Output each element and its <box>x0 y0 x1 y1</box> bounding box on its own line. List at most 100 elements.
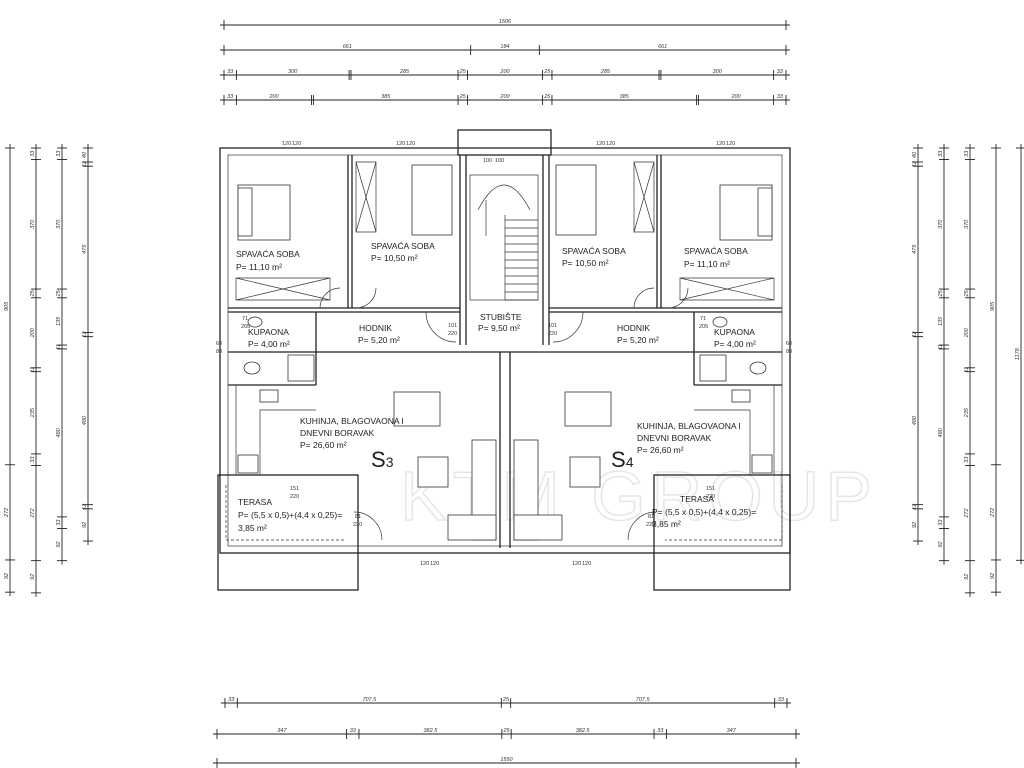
dimension-label: 33 <box>938 519 944 526</box>
dimension-label: 707.5 <box>636 697 651 703</box>
dimension-label: 33 <box>938 150 944 157</box>
room-name: DNEVNI BORAVAK <box>637 433 712 443</box>
bed-icon <box>411 164 453 236</box>
room-area: P= 4,00 m² <box>714 339 756 349</box>
dimension-label: 235 <box>964 407 970 418</box>
dining-table-icon <box>564 391 612 427</box>
dimension-label: 11 <box>56 344 62 350</box>
svg-text:120: 120 <box>282 141 291 147</box>
dimension-label: 92 <box>4 573 10 579</box>
terrace-left <box>217 474 359 591</box>
svg-text:120: 120 <box>420 561 429 567</box>
dimension-label: 272 <box>990 508 996 518</box>
svg-text:220: 220 <box>548 331 557 337</box>
dimension-label: 33 <box>30 150 36 157</box>
dimension-label: 92 <box>912 522 918 528</box>
dimension-label: 11 <box>30 367 36 373</box>
dimension-label: 33 <box>964 456 970 463</box>
dimension-label: 12 <box>912 331 918 337</box>
dimension-label: 300 <box>713 69 723 75</box>
dimension-label: 25 <box>30 289 36 297</box>
dimension-label: 11 <box>938 344 944 350</box>
room-area: P= 10,50 m² <box>562 258 609 268</box>
dimension-label: 200 <box>730 94 741 100</box>
dimension-label: 1178 <box>1015 347 1021 360</box>
svg-text:220: 220 <box>646 522 655 528</box>
dimension-label: 200 <box>499 69 510 75</box>
dimension-label: 385 <box>620 94 630 100</box>
dimension-label: 92 <box>56 541 62 547</box>
dimension-label: 1506 <box>499 19 512 25</box>
bed-icon <box>555 164 597 236</box>
dimension-label: 25 <box>459 94 467 100</box>
shower-icon <box>287 354 315 382</box>
svg-text:80: 80 <box>216 349 222 355</box>
svg-text:81: 81 <box>355 514 361 520</box>
dimension-label: 300 <box>288 69 298 75</box>
dimension-label: 235 <box>30 407 36 418</box>
dimension-label: 12 <box>82 504 88 510</box>
dimension-label: 285 <box>399 69 410 75</box>
svg-text:220: 220 <box>290 494 299 500</box>
dining-table-icon <box>393 391 441 427</box>
dimension-label: 33 <box>657 728 664 734</box>
dimension-label: 12 <box>912 504 918 510</box>
staircase <box>469 174 539 301</box>
outer-wall <box>219 147 791 554</box>
dimension-label: 12 <box>912 161 918 167</box>
dimension-label: 12 <box>82 161 88 167</box>
dimension-label: 25 <box>502 728 510 734</box>
svg-text:151: 151 <box>706 486 715 492</box>
room-name: STUBIŠTE <box>480 312 522 322</box>
room-name: SPAVAĆA SOBA <box>371 241 435 251</box>
unit-label-s4: S4 <box>611 447 634 472</box>
dimension-label: 25 <box>938 289 944 297</box>
dimension-label: 661 <box>658 44 667 50</box>
opening-labels: 101 220 101 220 71 205 71 205 81 220 81 … <box>216 141 792 567</box>
svg-text:151: 151 <box>290 486 299 492</box>
svg-text:101: 101 <box>448 323 457 329</box>
dimension-label: 272 <box>964 508 970 518</box>
dimension-label: 480 <box>56 427 62 437</box>
dimension-label: 33 <box>30 456 36 463</box>
room-name: HODNIK <box>359 323 392 333</box>
dimension-label: 382.5 <box>424 728 439 734</box>
room-formula: P= (5,5 x 0,5)+(4,4 x 0,25)= <box>652 507 756 517</box>
kitchen-sink-icon <box>731 389 751 403</box>
dimension-label: 200 <box>30 327 36 338</box>
dimension-label: 33 <box>227 94 234 100</box>
svg-text:120: 120 <box>596 141 605 147</box>
dimension-label: 92 <box>30 574 36 580</box>
room-area: P= 11,10 m² <box>236 262 282 272</box>
dimension-label: 33 <box>777 69 784 75</box>
dimension-label: 370 <box>56 219 62 229</box>
svg-text:80: 80 <box>786 349 792 355</box>
unit-label-s3: S3 <box>371 447 394 472</box>
dimension-label: 25 <box>459 69 467 75</box>
svg-text:60: 60 <box>786 341 792 347</box>
dimension-label: 200 <box>268 94 279 100</box>
svg-text:120: 120 <box>726 141 735 147</box>
svg-text:71: 71 <box>242 316 248 322</box>
room-name: SPAVAĆA SOBA <box>236 249 300 259</box>
stove-icon <box>237 454 259 474</box>
room-area: P= 26,60 m² <box>637 445 684 455</box>
room-area: P= 10,50 m² <box>371 253 418 263</box>
dimension-label: 347 <box>727 728 737 734</box>
svg-text:120: 120 <box>582 561 591 567</box>
kitchen-sink-icon <box>259 389 279 403</box>
room-name: HODNIK <box>617 323 650 333</box>
dimension-label: 905 <box>4 301 10 311</box>
dimension-label: 25 <box>964 289 970 297</box>
dimension-label: 184 <box>500 44 509 50</box>
terrace-right <box>653 474 791 591</box>
dimension-label: 92 <box>964 574 970 580</box>
svg-text:60: 60 <box>216 341 222 347</box>
furniture <box>235 161 775 541</box>
dimension-label: 382.5 <box>576 728 591 734</box>
shower-icon <box>699 354 727 382</box>
dimension-label: 33 <box>777 94 784 100</box>
dimension-label: 33 <box>964 150 970 157</box>
